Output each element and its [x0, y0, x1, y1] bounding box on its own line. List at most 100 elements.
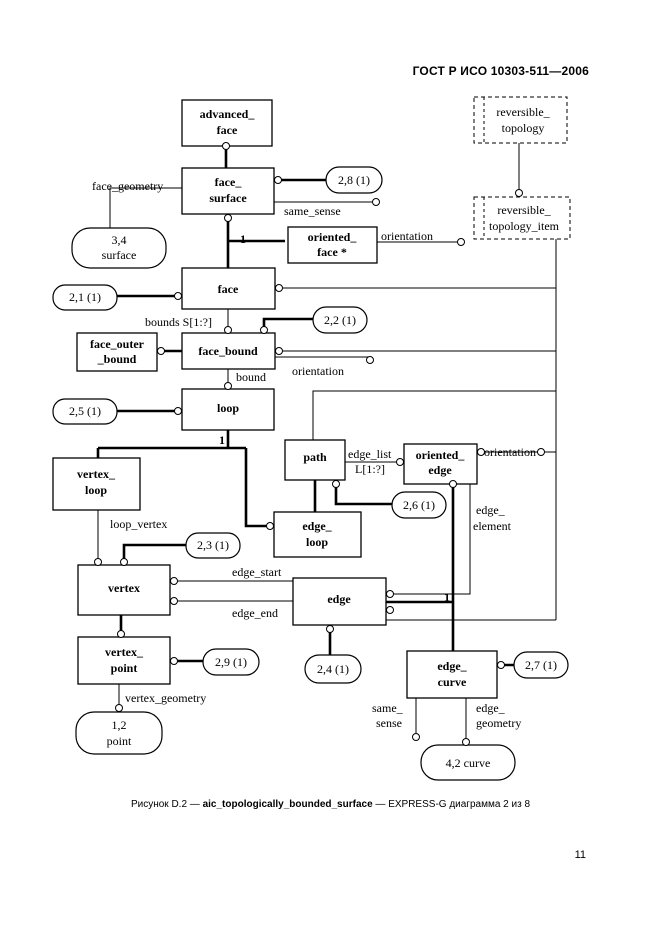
- svg-text:face *: face *: [317, 245, 347, 259]
- svg-text:loop: loop: [306, 535, 328, 549]
- page-ref-2-1: 2,1 (1): [52, 284, 118, 311]
- svg-text:edge_end: edge_end: [232, 606, 278, 620]
- svg-text:2,4 (1): 2,4 (1): [317, 662, 349, 676]
- attribute-labels: face_geometry same_sense 1 orientation b…: [92, 179, 536, 730]
- caption-suffix: — EXPRESS-G диаграмма 2 из 8: [372, 799, 531, 810]
- svg-text:vertex_: vertex_: [77, 467, 116, 481]
- svg-text:face_: face_: [215, 175, 243, 189]
- svg-text:reversible_: reversible_: [496, 105, 550, 119]
- page-ref-2-5: 2,5 (1): [52, 398, 118, 425]
- svg-text:2,1 (1): 2,1 (1): [69, 290, 101, 304]
- svg-text:loop: loop: [217, 401, 239, 415]
- entity-oriented-face: oriented_ face *: [287, 226, 378, 264]
- svg-text:2,6 (1): 2,6 (1): [403, 498, 435, 512]
- svg-text:topology: topology: [502, 121, 545, 135]
- svg-text:2,2 (1): 2,2 (1): [324, 313, 356, 327]
- svg-text:1: 1: [240, 232, 246, 246]
- page-number: 11: [574, 849, 586, 861]
- entity-edge: edge: [292, 577, 387, 626]
- svg-text:edge_start: edge_start: [232, 565, 282, 579]
- svg-text:same_: same_: [372, 701, 404, 715]
- svg-text:2,9 (1): 2,9 (1): [215, 655, 247, 669]
- page-ref-2-9: 2,9 (1): [202, 648, 260, 676]
- entity-face-bound: face_bound: [181, 332, 276, 370]
- entity-face-surface: face_ surface: [181, 167, 275, 215]
- svg-text:orientation: orientation: [381, 229, 433, 243]
- svg-text:orientation: orientation: [292, 364, 344, 378]
- svg-text:element: element: [473, 519, 512, 533]
- page-ref-4-2: 4,2 curve: [420, 744, 516, 781]
- svg-text:bounds S[1:?]: bounds S[1:?]: [145, 315, 212, 329]
- svg-text:point: point: [111, 661, 138, 675]
- svg-text:curve: curve: [438, 675, 467, 689]
- svg-text:1: 1: [444, 590, 450, 604]
- entity-vertex-point: vertex_ point: [77, 636, 171, 685]
- entity-edge-loop: edge_ loop: [273, 511, 362, 558]
- svg-text:point: point: [107, 734, 132, 748]
- entity-advanced-face: advanced_ face: [181, 99, 273, 147]
- svg-text:edge_: edge_: [476, 701, 506, 715]
- svg-text:oriented_: oriented_: [308, 230, 358, 244]
- svg-text:geometry: geometry: [476, 716, 521, 730]
- svg-text:path: path: [303, 450, 327, 464]
- svg-text:face_bound: face_bound: [198, 344, 258, 358]
- entity-face-outer-bound: face_outer _bound: [76, 332, 158, 372]
- svg-text:same_sense: same_sense: [284, 204, 341, 218]
- svg-text:1: 1: [219, 433, 225, 447]
- document-header: ГОСТ Р ИСО 10303-511—2006: [412, 64, 589, 78]
- svg-text:surface: surface: [102, 248, 137, 262]
- svg-text:2,7 (1): 2,7 (1): [525, 658, 557, 672]
- svg-text:reversible_: reversible_: [497, 203, 551, 217]
- page-ref-2-3: 2,3 (1): [185, 532, 241, 559]
- page-ref-2-2: 2,2 (1): [312, 306, 368, 334]
- svg-text:L[1:?]: L[1:?]: [355, 462, 385, 476]
- page-ref-2-8: 2,8 (1): [325, 166, 383, 194]
- caption-schema-name: aic_topologically_bounded_surface: [202, 799, 373, 810]
- entity-path: path: [284, 439, 346, 481]
- svg-text:2,5 (1): 2,5 (1): [69, 404, 101, 418]
- svg-text:edge_: edge_: [476, 503, 506, 517]
- entity-reversible-topology-item: reversible_ topology_item: [473, 196, 571, 240]
- svg-text:4,2 curve: 4,2 curve: [446, 756, 491, 770]
- svg-text:edge: edge: [327, 592, 351, 606]
- page-ref-3-4: 3,4 surface: [71, 227, 167, 269]
- svg-text:surface: surface: [209, 191, 247, 205]
- relationship-end-circles: [94, 142, 545, 746]
- svg-text:edge_: edge_: [437, 659, 467, 673]
- svg-text:1,2: 1,2: [112, 718, 127, 732]
- entity-face: face: [181, 267, 276, 310]
- entity-vertex-loop: vertex_ loop: [52, 457, 141, 511]
- entity-oriented-edge: oriented_ edge: [403, 443, 478, 485]
- entity-reversible-topology: reversible_ topology: [473, 96, 568, 144]
- svg-text:advanced_: advanced_: [200, 107, 256, 121]
- svg-text:edge: edge: [428, 463, 452, 477]
- svg-text:oriented_: oriented_: [416, 448, 466, 462]
- svg-text:vertex_: vertex_: [105, 645, 144, 659]
- svg-text:loop_vertex: loop_vertex: [110, 517, 167, 531]
- svg-text:loop: loop: [85, 483, 107, 497]
- page-ref-2-4: 2,4 (1): [304, 654, 362, 684]
- page-ref-1-2: 1,2 point: [75, 711, 163, 755]
- svg-text:face_geometry: face_geometry: [92, 179, 163, 193]
- svg-text:topology_item: topology_item: [489, 219, 560, 233]
- svg-text:2,8 (1): 2,8 (1): [338, 173, 370, 187]
- svg-text:face: face: [217, 123, 238, 137]
- svg-text:_bound: _bound: [97, 352, 137, 366]
- svg-text:2,3 (1): 2,3 (1): [197, 538, 229, 552]
- svg-text:orientation: orientation: [484, 445, 536, 459]
- svg-text:vertex: vertex: [108, 581, 140, 595]
- svg-text:face_outer: face_outer: [90, 337, 145, 351]
- caption-prefix: Рисунок D.2 —: [130, 799, 203, 810]
- svg-text:edge_list: edge_list: [348, 447, 392, 461]
- entity-vertex: vertex: [77, 564, 171, 616]
- svg-text:edge_: edge_: [302, 519, 332, 533]
- svg-text:vertex_geometry: vertex_geometry: [125, 691, 206, 705]
- svg-text:3,4: 3,4: [112, 233, 127, 247]
- svg-text:sense: sense: [376, 716, 402, 730]
- entity-edge-curve: edge_ curve: [406, 650, 498, 699]
- svg-text:face: face: [218, 282, 239, 296]
- entity-loop: loop: [181, 388, 275, 431]
- page-ref-2-7: 2,7 (1): [513, 651, 569, 679]
- svg-text:bound: bound: [236, 370, 266, 384]
